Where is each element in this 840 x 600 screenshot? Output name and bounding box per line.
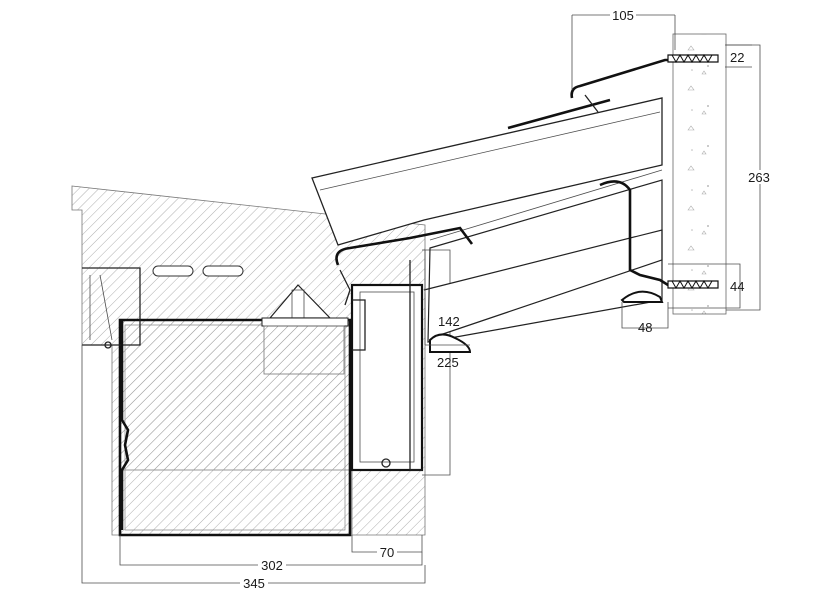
- gutter-profile: [335, 226, 474, 353]
- dim-142: 142: [438, 314, 460, 329]
- dim-22: 22: [730, 50, 744, 65]
- dim-345: 345: [243, 576, 265, 591]
- dim-302: 302: [261, 558, 283, 573]
- lower-bracket: [599, 180, 719, 303]
- upper-bracket: [570, 53, 719, 113]
- concrete-wall: [672, 33, 727, 315]
- dimension-labels: 105 22 263 44 48 142 225 70 302 345: [240, 8, 772, 591]
- dim-263: 263: [748, 170, 770, 185]
- dim-70: 70: [380, 545, 394, 560]
- mullion-profile: [350, 249, 451, 476]
- frame-block: [71, 185, 426, 537]
- dim-44: 44: [730, 279, 744, 294]
- anchor-screw-lower: [667, 279, 719, 290]
- anchor-screw-upper: [667, 53, 719, 64]
- sloped-panels: [311, 97, 663, 343]
- dim-105: 105: [612, 8, 634, 23]
- dim-225: 225: [437, 355, 459, 370]
- fixing-cone: [261, 284, 349, 375]
- dim-48: 48: [638, 320, 652, 335]
